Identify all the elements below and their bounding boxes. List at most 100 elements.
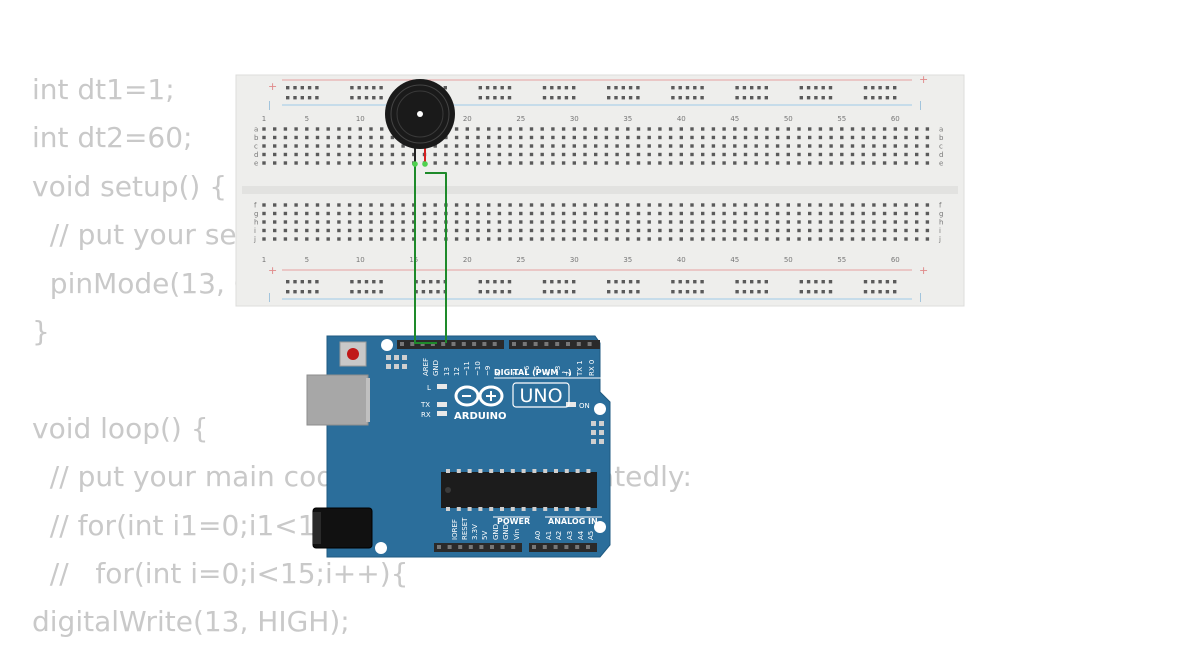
digital-pin-label: ~6	[523, 365, 531, 376]
breadboard-hole	[262, 152, 266, 157]
breadboard-hole	[701, 220, 705, 224]
chip-pin	[564, 507, 569, 511]
breadboard-hole	[636, 127, 641, 131]
rail-hole	[607, 86, 611, 90]
breadboard-hole	[679, 127, 683, 131]
breadboard-hole	[273, 161, 277, 165]
icsp-pin	[591, 421, 596, 426]
rail-hole	[614, 290, 618, 294]
breadboard-hole	[915, 203, 919, 207]
row-letter: e	[939, 160, 943, 168]
uno-badge	[512, 382, 570, 408]
rail-hole	[286, 290, 290, 294]
breadboard-hole	[701, 211, 705, 216]
breadboard-hole	[915, 220, 919, 224]
rail-hole	[286, 86, 290, 90]
icsp-pin	[599, 430, 604, 435]
breadboard-hole	[775, 237, 780, 241]
breadboard-hole	[840, 161, 844, 165]
breadboard-hole	[668, 203, 673, 207]
row-letter: f	[254, 202, 257, 210]
rail-hole	[799, 96, 803, 100]
breadboard-hole	[861, 228, 865, 233]
breadboard-hole	[722, 152, 726, 157]
breadboard-hole	[615, 127, 619, 131]
breadboard-hole	[444, 152, 448, 157]
breadboard-hole	[701, 127, 705, 131]
breadboard-hole	[283, 161, 288, 165]
rail-hole	[893, 290, 897, 294]
rail-hole	[478, 96, 482, 100]
breadboard-hole	[465, 161, 469, 165]
breadboard-hole	[305, 161, 309, 165]
chip-pin	[564, 469, 569, 473]
breadboard-hole	[315, 237, 320, 241]
breadboard-hole	[326, 161, 330, 165]
column-number: 10	[356, 115, 365, 123]
breadboard-hole	[294, 152, 298, 157]
breadboard-hole	[690, 144, 694, 148]
breadboard-hole	[454, 144, 459, 148]
breadboard-hole	[711, 135, 716, 140]
breadboard-hole	[551, 220, 555, 224]
breadboard-hole	[893, 161, 897, 165]
breadboard-hole	[925, 144, 930, 148]
rail-plus-label: +	[268, 264, 277, 277]
breadboard-hole	[797, 127, 801, 131]
breadboard-hole	[390, 152, 395, 157]
breadboard-hole	[861, 127, 865, 131]
breadboard-hole	[326, 237, 330, 241]
rail-hole	[828, 86, 833, 90]
rail-hole	[750, 290, 754, 294]
rail-hole	[493, 290, 497, 294]
breadboard-hole	[925, 161, 930, 165]
breadboard-hole	[636, 152, 641, 157]
rail-hole	[735, 290, 739, 294]
row-letter: i	[254, 227, 256, 235]
breadboard-hole	[668, 135, 673, 140]
row-letter: b	[254, 134, 259, 142]
rail-hole	[421, 280, 426, 284]
breadboard-hole	[872, 144, 876, 148]
breadboard-hole	[412, 220, 416, 224]
rail-hole	[507, 290, 512, 294]
breadboard-hole	[273, 127, 277, 131]
breadboard-hole	[797, 211, 801, 216]
breadboard-hole	[283, 211, 288, 216]
rail-hole	[357, 86, 361, 90]
breadboard-hole	[711, 203, 716, 207]
wire-buzzer-to-gnd	[414, 165, 437, 344]
chip-pin	[575, 507, 580, 511]
breadboard-hole	[262, 144, 266, 148]
breadboard-hole	[315, 144, 320, 148]
breadboard-hole	[754, 135, 758, 140]
row-letter: a	[939, 126, 943, 134]
rail-hole	[421, 290, 426, 294]
column-number: 20	[463, 115, 472, 123]
breadboard-hole	[540, 203, 544, 207]
breadboard-hole	[604, 211, 609, 216]
breadboard-hole	[850, 161, 855, 165]
breadboard-hole	[283, 152, 288, 157]
rail-hole	[764, 280, 768, 284]
breadboard-hole	[615, 161, 619, 165]
breadboard-hole	[401, 211, 405, 216]
mounting-hole	[375, 542, 387, 554]
column-number: 30	[570, 115, 579, 123]
rail-hole	[379, 290, 383, 294]
breadboard-hole	[647, 152, 651, 157]
breadboard-hole	[915, 211, 919, 216]
breadboard-hole	[754, 152, 758, 157]
breadboard-hole	[358, 152, 362, 157]
rail-hole	[350, 290, 354, 294]
breadboard-hole	[797, 220, 801, 224]
breadboard-hole	[658, 152, 662, 157]
breadboard-hole	[615, 152, 619, 157]
breadboard-hole	[647, 228, 651, 233]
breadboard-hole	[722, 144, 726, 148]
breadboard-hole	[872, 127, 876, 131]
breadboard-hole	[273, 228, 277, 233]
breadboard-hole	[315, 220, 320, 224]
rail-hole	[799, 280, 803, 284]
breadboard-hole	[743, 127, 748, 131]
